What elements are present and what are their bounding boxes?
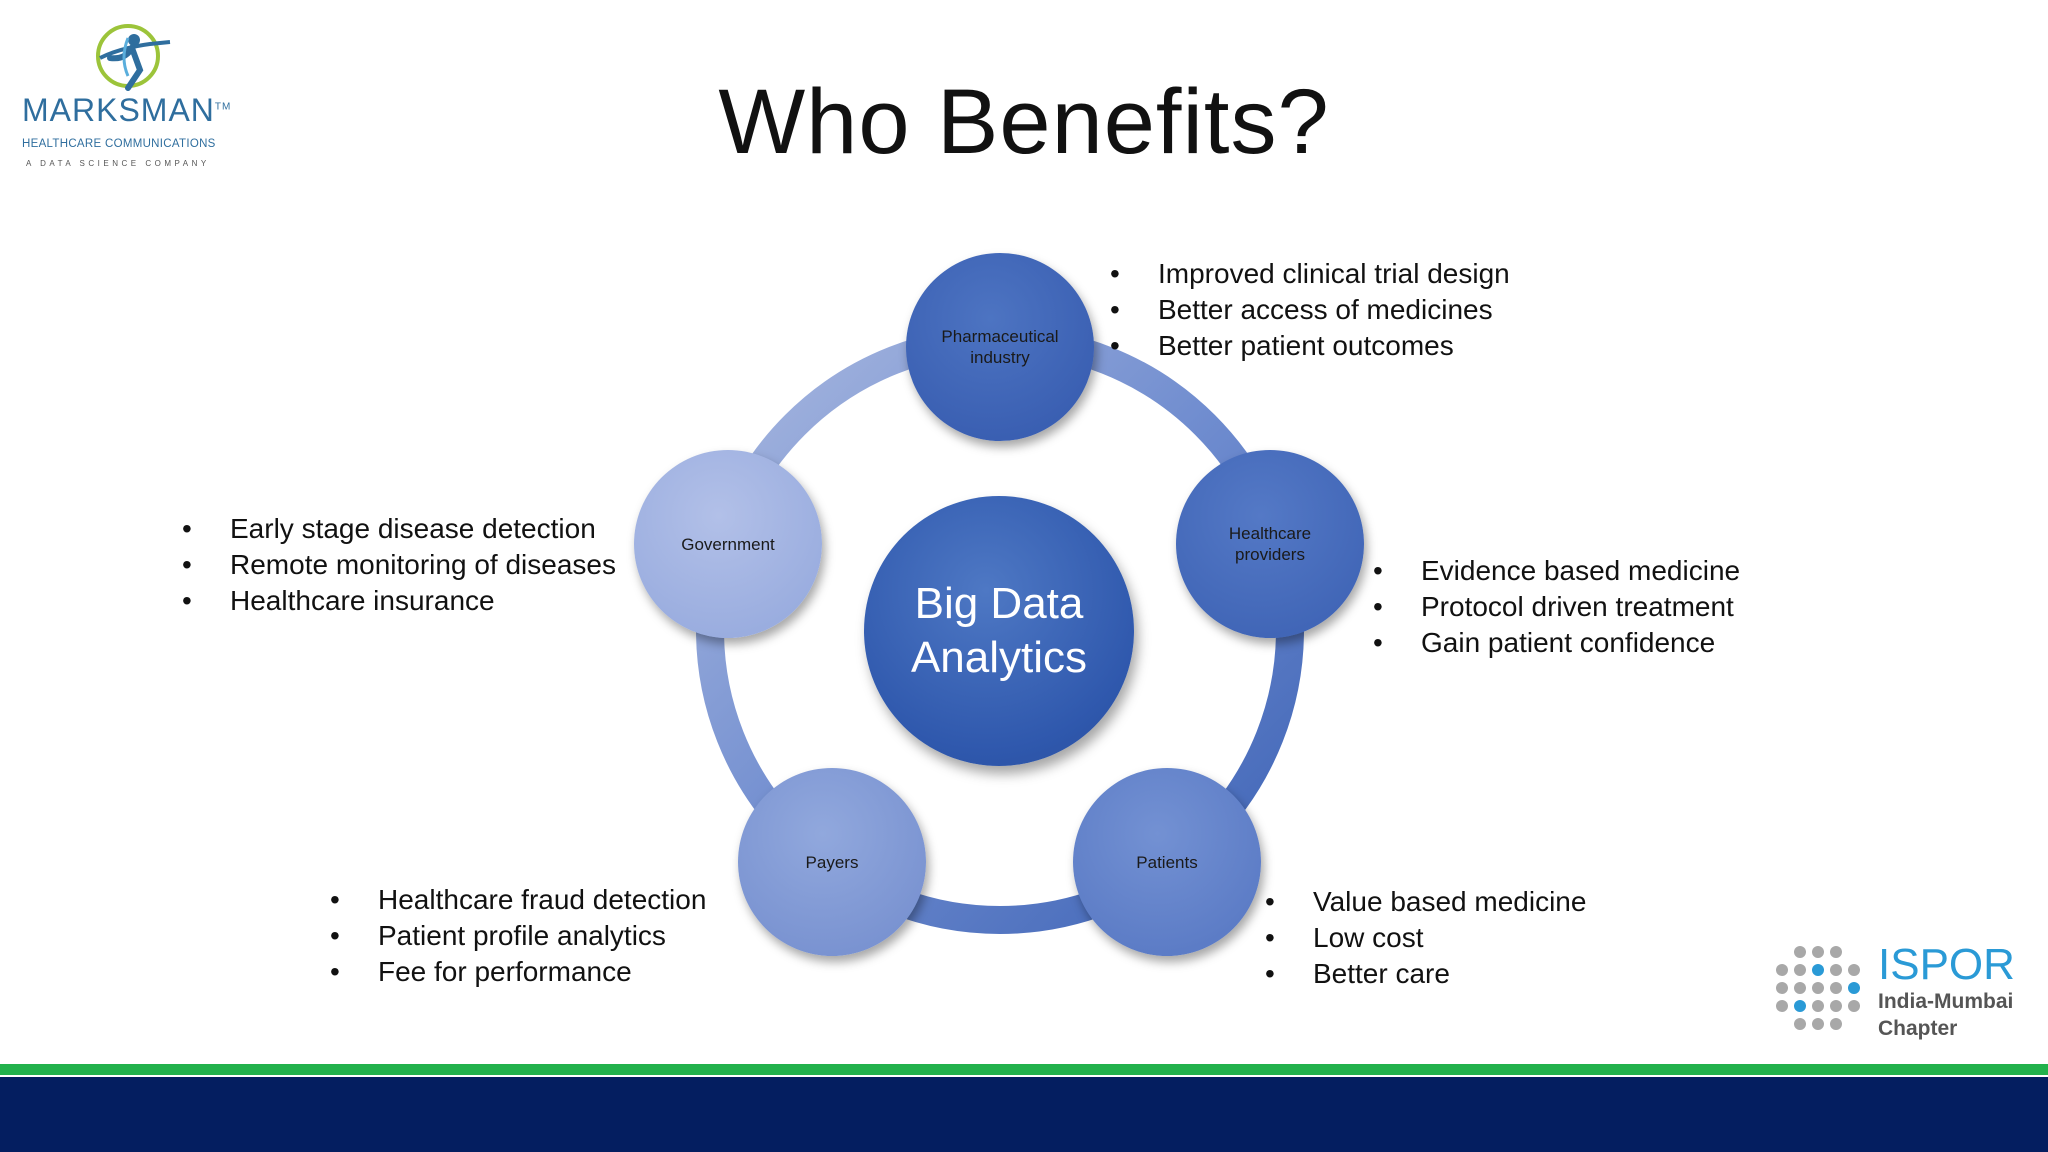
node-healthcare-providers: Healthcare providers bbox=[1176, 450, 1364, 638]
node-label: Pharmaceutical industry bbox=[941, 327, 1059, 367]
marksman-tagline: A DATA SCIENCE COMPANY bbox=[26, 159, 210, 168]
footer-green-bar bbox=[0, 1064, 2048, 1075]
node-label: Patients bbox=[1136, 852, 1198, 872]
list-item: Early stage disease detection bbox=[182, 511, 616, 547]
marksman-brand: MARKSMANTM bbox=[22, 92, 232, 128]
list-item: Evidence based medicine bbox=[1373, 553, 1740, 589]
list-item: Healthcare insurance bbox=[182, 583, 616, 619]
dot-grid-logo-icon bbox=[1776, 946, 1860, 1030]
list-item: Fee for performance bbox=[330, 954, 706, 990]
list-item: Better care bbox=[1265, 956, 1586, 992]
node-label: Healthcare providers bbox=[1228, 524, 1312, 564]
list-item: Protocol driven treatment bbox=[1373, 589, 1740, 625]
node-label: Payers bbox=[805, 852, 859, 872]
marksman-subtitle: HEALTHCARE COMMUNICATIONS bbox=[22, 138, 216, 150]
list-item: Healthcare fraud detection bbox=[330, 882, 706, 918]
node-label: Government bbox=[681, 534, 775, 554]
list-providers-benefits: Evidence based medicine Protocol driven … bbox=[1373, 553, 1740, 661]
node-pharmaceutical-industry: Pharmaceutical industry bbox=[906, 253, 1094, 441]
list-item: Better access of medicines bbox=[1110, 292, 1510, 328]
list-pharma-benefits: Improved clinical trial design Better ac… bbox=[1110, 256, 1510, 364]
list-government-benefits: Early stage disease detection Remote mon… bbox=[182, 511, 616, 619]
list-payers-benefits: Healthcare fraud detection Patient profi… bbox=[330, 882, 706, 990]
page-title: Who Benefits? bbox=[718, 71, 1330, 173]
marksman-logo: MARKSMANTM HEALTHCARE COMMUNICATIONS A D… bbox=[18, 18, 238, 168]
node-patients: Patients bbox=[1073, 768, 1261, 956]
list-item: Gain patient confidence bbox=[1373, 625, 1740, 661]
list-item: Remote monitoring of diseases bbox=[182, 547, 616, 583]
node-payers: Payers bbox=[738, 768, 926, 956]
list-item: Value based medicine bbox=[1265, 884, 1586, 920]
node-government: Government bbox=[634, 450, 822, 638]
list-item: Low cost bbox=[1265, 920, 1586, 956]
archer-logo-icon bbox=[96, 24, 171, 91]
list-patients-benefits: Value based medicine Low cost Better car… bbox=[1265, 884, 1586, 992]
center-label: Big Data Analytics bbox=[910, 579, 1088, 682]
center-big-data-analytics: Big Data Analytics bbox=[864, 496, 1134, 766]
ispor-brand: ISPOR bbox=[1878, 940, 2015, 989]
ispor-logo: ISPOR India-Mumbai Chapter bbox=[1770, 940, 2030, 1040]
list-item: Better patient outcomes bbox=[1110, 328, 1510, 364]
footer-navy-bar bbox=[0, 1077, 2048, 1152]
list-item: Patient profile analytics bbox=[330, 918, 706, 954]
list-item: Improved clinical trial design bbox=[1110, 256, 1510, 292]
footer-divider bbox=[0, 1075, 2048, 1077]
ispor-chapter: India-Mumbai Chapter bbox=[1878, 990, 2014, 1040]
